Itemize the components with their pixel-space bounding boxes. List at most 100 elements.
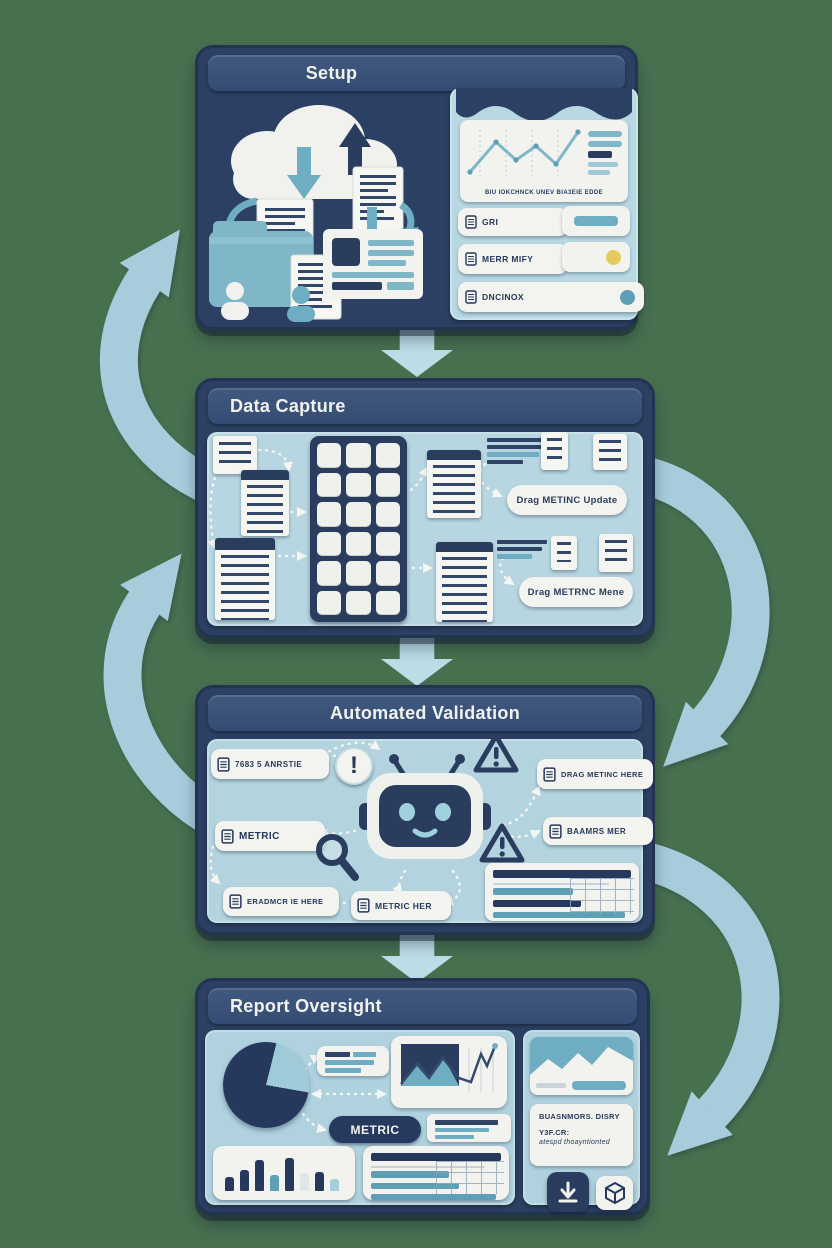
bar xyxy=(240,1170,249,1191)
validation-body: 7683 5 ANRSTIE METRIC ERADMCR IE HERE ! xyxy=(207,733,653,923)
download-icon xyxy=(558,1181,578,1203)
text-lines-block xyxy=(487,438,561,467)
teal-status-dot xyxy=(620,290,635,305)
user-icon xyxy=(221,282,249,320)
validation-item-metric[interactable]: METRIC xyxy=(215,821,325,851)
document-icon xyxy=(543,766,556,782)
bar xyxy=(330,1178,339,1191)
row-label: DNCINOX xyxy=(482,292,524,302)
download-button[interactable] xyxy=(547,1172,589,1212)
capture-grid xyxy=(310,436,407,622)
document xyxy=(541,432,568,470)
package-cube-icon xyxy=(604,1182,625,1204)
summary-text-card: BUASNMORS. DISRY Y3F.CR: atespd thoaynti… xyxy=(530,1104,633,1166)
bar xyxy=(300,1173,309,1191)
package-button[interactable] xyxy=(596,1176,633,1210)
mountain-chart-card xyxy=(530,1037,633,1095)
dashed-connectors xyxy=(301,1054,387,1133)
validation-item-metric-her[interactable]: METRIC HER xyxy=(351,891,451,920)
table-grid xyxy=(436,1161,504,1194)
grid-cell xyxy=(375,561,400,586)
drag-metric-mene-button[interactable]: Drag METRNC Mene xyxy=(519,577,633,607)
validation-title: Automated Validation xyxy=(208,695,642,731)
document-icon xyxy=(465,215,477,229)
value-bar xyxy=(572,1081,626,1090)
document xyxy=(352,166,404,234)
panel-report: Report Oversight xyxy=(195,978,650,1215)
mini-area-chart-card xyxy=(391,1036,507,1108)
metric-label: METRIC xyxy=(350,1122,400,1137)
drag-metric-update-button[interactable]: Drag METINC Update xyxy=(507,485,627,515)
grid-cell xyxy=(375,502,400,527)
bar xyxy=(270,1174,279,1191)
table-grid xyxy=(569,878,634,914)
setup-row-value-card[interactable] xyxy=(562,206,630,236)
setup-row-status-card[interactable] xyxy=(562,242,630,272)
document-icon xyxy=(357,898,370,913)
bar xyxy=(285,1157,294,1191)
validation-item-3[interactable]: ERADMCR IE HERE xyxy=(223,887,339,916)
panel-setup: Setup xyxy=(195,45,644,330)
document xyxy=(215,538,275,620)
setup-row-merr-mify[interactable]: MERR MIFY xyxy=(458,244,568,274)
bar xyxy=(315,1171,324,1191)
button-label: Drag METINC Update xyxy=(516,494,618,506)
forward-arrow-right-top xyxy=(608,451,770,767)
faint-label-bar xyxy=(536,1083,566,1088)
document xyxy=(213,436,257,474)
text-card xyxy=(317,1046,389,1076)
metric-pill[interactable]: METRIC xyxy=(329,1116,421,1143)
upload-arrow-icon xyxy=(339,123,371,175)
dashed-connectors xyxy=(207,448,515,586)
document-icon xyxy=(221,828,234,844)
button-label: Drag METRNC Mene xyxy=(527,586,625,598)
forward-arrow-right-bottom xyxy=(612,836,780,1156)
row-label: GRI xyxy=(482,217,499,227)
grid-cell xyxy=(346,590,371,615)
grid-cell xyxy=(375,443,400,468)
wave-header xyxy=(456,88,632,121)
grid-cell xyxy=(346,443,371,468)
warning-triangle-icon xyxy=(479,823,525,863)
panel-validation: Automated Validation 7683 5 ANRSTIE xyxy=(195,685,655,935)
data-capture-title: Data Capture xyxy=(208,388,642,424)
report-side-panel: BUASNMORS. DISRY Y3F.CR: atespd thoaynti… xyxy=(523,1030,640,1212)
setup-row-gri[interactable]: GRI xyxy=(458,208,568,236)
row-label: MERR MIFY xyxy=(482,254,534,264)
report-bar-chart xyxy=(213,1146,355,1200)
button-label: DRAG METINC HERE xyxy=(561,769,644,779)
grid-cell xyxy=(317,472,342,497)
report-title: Report Oversight xyxy=(208,988,637,1024)
text-lines-block xyxy=(497,540,547,562)
setup-dashboard-card: BIU IOKCHNCK UNEV BIA3EIE EDDE GRI MERR … xyxy=(450,88,644,320)
grid-cell xyxy=(317,531,342,556)
magnifier-icon xyxy=(316,834,359,881)
document-icon xyxy=(549,823,562,839)
document xyxy=(599,534,633,572)
validation-progress-table xyxy=(485,863,639,921)
grid-cell xyxy=(317,443,342,468)
validation-item-1[interactable]: 7683 5 ANRSTIE xyxy=(211,749,329,779)
validation-item-drag-metric[interactable]: DRAG METINC HERE xyxy=(537,759,653,789)
setup-row-dncinox[interactable]: DNCINOX xyxy=(458,282,644,312)
report-table xyxy=(363,1146,509,1200)
panel-data-capture: Data Capture xyxy=(195,378,655,638)
mini-line-chart xyxy=(467,129,622,176)
value-bar xyxy=(574,216,618,226)
grid-cell xyxy=(375,472,400,497)
cloud-sync-illustration xyxy=(209,105,423,322)
pie-chart xyxy=(223,1042,309,1128)
bar xyxy=(225,1177,234,1191)
robot-icon xyxy=(359,754,491,859)
button-label: METRIC xyxy=(239,830,280,842)
summary-line-2: Y3F.CR: xyxy=(539,1128,570,1137)
data-capture-body: Drag METINC Update Drag METRNC Mene xyxy=(207,432,643,626)
validation-item-baamrs[interactable]: BAAMRS MER xyxy=(543,817,653,845)
bar xyxy=(255,1160,264,1191)
document-icon xyxy=(465,290,477,304)
grid-cell xyxy=(346,531,371,556)
summary-line-1: BUASNMORS. DISRY xyxy=(539,1112,620,1121)
grid-cell xyxy=(346,472,371,497)
grid-cell xyxy=(317,561,342,586)
